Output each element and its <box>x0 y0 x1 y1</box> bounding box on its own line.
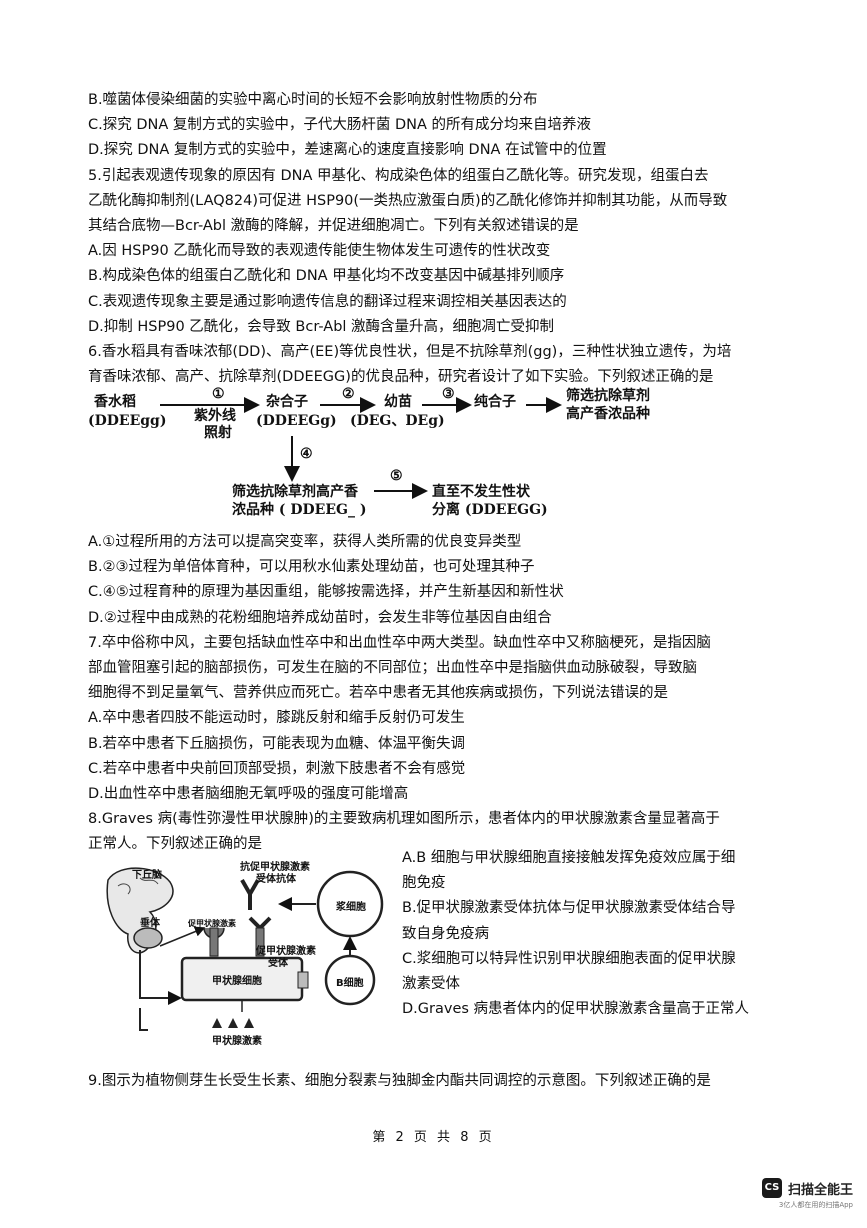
label-receptor: 促甲状腺激素 <box>256 946 316 957</box>
step-1-irradiate: 照射 <box>204 425 232 441</box>
text-line: 乙酰化酶抑制剂(LAQ824)可促进 HSP90(一类热应激蛋白质)的乙酰化修饰… <box>88 192 728 209</box>
question-9: 9.图示为植物侧芽生长受生长素、细胞分裂素与独脚金内酯共同调控的示意图。下列叙述… <box>88 1073 711 1089</box>
graves-diagram: 下丘脑 垂体 促甲状腺激素 抗促甲状腺激素 受体抗体 浆细胞 促甲状腺激素 受体… <box>100 858 400 1048</box>
node-seedling-genotype: (DEG、DEg) <box>350 413 445 429</box>
question-block-mid: A.①过程所用的方法可以提高突变率，获得人类所需的优良变异类型 B.②③过程为单… <box>88 530 788 857</box>
text-line: 7.卒中俗称中风，主要包括缺血性卒中和出血性卒中两大类型。缺血性卒中又称脑梗死，… <box>88 634 711 651</box>
option-line: C.浆细胞可以特异性识别甲状腺细胞表面的促甲状腺 <box>402 950 736 967</box>
label-antibody-2: 受体抗体 <box>256 874 296 885</box>
graves-options: A.B 细胞与甲状腺细胞直接接触发挥免疫效应属于细 胞免疫 B.促甲状腺激素受体… <box>402 846 792 1022</box>
text-line: 部血管阻塞引起的脑部损伤，可发生在脑的不同部位；出血性卒中是指脑供血动脉破裂，导… <box>88 659 697 676</box>
step-4: ④ <box>300 446 313 462</box>
option-line: 致自身免疫病 <box>402 925 489 942</box>
graves-drawing <box>106 867 384 1031</box>
text-line: 正常人。下列叙述正确的是 <box>88 836 262 853</box>
question-block-top: B.噬菌体侵染细菌的实验中离心时间的长短不会影响放射性物质的分布 C.探究 DN… <box>88 88 788 390</box>
text-line: A.①过程所用的方法可以提高突变率，获得人类所需的优良变异类型 <box>88 534 522 550</box>
step-5: ⑤ <box>390 468 403 484</box>
label-pituitary: 垂体 <box>140 918 160 929</box>
text-line: C.表观遗传现象主要是通过影响遗传信息的翻译过程来调控相关基因表达的 <box>88 293 567 310</box>
node-select-2b: 浓品种 ( DDEEG_ ) <box>232 502 367 518</box>
text-line: D.出血性卒中患者脑细胞无氧呼吸的强度可能增高 <box>88 785 409 802</box>
text-line: D.探究 DNA 复制方式的实验中，差速离心的速度直接影响 DNA 在试管中的位… <box>88 142 607 159</box>
node-until-stable: 直至不发生性状 <box>432 484 530 500</box>
option-line: B.促甲状腺激素受体抗体与促甲状腺激素受体结合导 <box>402 900 736 917</box>
step-1-uv: 紫外线 <box>194 408 236 424</box>
node-hybrid-genotype: (DDEEGg) <box>256 413 337 429</box>
text-line: 其结合底物—Bcr-Abl 激酶的降解，并促进细胞凋亡。下列有关叙述错误的是 <box>88 217 579 234</box>
text-line: C.④⑤过程育种的原理为基因重组，能够按需选择，并产生新基因和新性状 <box>88 584 564 601</box>
text-line: B.噬菌体侵染细菌的实验中离心时间的长短不会影响放射性物质的分布 <box>88 92 538 108</box>
scanner-name: 扫描全能王 <box>787 1182 853 1198</box>
text-line: 5.引起表观遗传现象的原因有 DNA 甲基化、构成染色体的组蛋白乙酰化等。研究发… <box>88 167 709 184</box>
breeding-arrows <box>160 397 562 499</box>
text-line: 育香味浓郁、高产、抗除草剂(DDEEGG)的优良品种，研究者设计了如下实验。下列… <box>88 369 714 386</box>
step-3: ③ <box>442 386 455 402</box>
text-line: A.因 HSP90 乙酰化而导致的表观遗传能使生物体发生可遗传的性状改变 <box>88 243 551 260</box>
text-line: D.②过程中由成熟的花粉细胞培养成幼苗时，会发生非等位基因自由组合 <box>88 609 552 626</box>
label-plasma-cell: 浆细胞 <box>336 902 366 913</box>
scanner-logo: CS <box>761 1178 782 1198</box>
label-tsh: 促甲状腺激素 <box>188 919 236 928</box>
scanner-watermark: CS 扫描全能王 3亿人都在用的扫描App <box>761 1178 853 1209</box>
label-receptor-2: 受体 <box>268 958 288 969</box>
text-line: C.探究 DNA 复制方式的实验中，子代大肠杆菌 DNA 的所有成分均来自培养液 <box>88 117 592 134</box>
node-hybrid: 杂合子 <box>266 394 308 410</box>
node-fragrant-rice-genotype: (DDEEgg) <box>88 413 167 429</box>
option-line: D.Graves 病患者体内的促甲状腺激素含量高于正常人 <box>402 1001 750 1018</box>
text-line: B.若卒中患者下丘脑损伤，可能表现为血糖、体温平衡失调 <box>88 735 466 752</box>
node-seedling: 幼苗 <box>384 394 412 410</box>
text-line: B.②③过程为单倍体育种，可以用秋水仙素处理幼苗，也可处理其种子 <box>88 559 535 576</box>
text-line: B.构成染色体的组蛋白乙酰化和 DNA 甲基化均不改变基因中碱基排列顺序 <box>88 268 565 285</box>
text-line: D.抑制 HSP90 乙酰化，会导致 Bcr-Abl 激酶含量升高，细胞凋亡受抑… <box>88 318 555 335</box>
label-thyroid-cell: 甲状腺细胞 <box>212 976 262 987</box>
step-1: ① <box>212 386 225 402</box>
label-antibody: 抗促甲状腺激素 <box>240 862 310 873</box>
text-line: 细胞得不到足量氧气、营养供应而死亡。若卒中患者无其他疾病或损伤，下列说法错误的是 <box>88 685 668 702</box>
node-select-2: 筛选抗除草剂高产香 <box>232 484 358 500</box>
text-line: A.卒中患者四肢不能运动时，膝跳反射和缩手反射仍可发生 <box>88 710 465 727</box>
label-hypothalamus: 下丘脑 <box>132 870 162 881</box>
text-line: 8.Graves 病(毒性弥漫性甲状腺肿)的主要致病机理如图所示，患者体内的甲状… <box>88 811 720 828</box>
step-2: ② <box>342 386 355 402</box>
breeding-diagram: 香水稻 (DDEEgg) ① 紫外线 照射 杂合子 (DDEEGg) ② 幼苗 … <box>88 386 788 526</box>
option-line: A.B 细胞与甲状腺细胞直接接触发挥免疫效应属于细 <box>402 850 736 866</box>
node-fragrant-rice: 香水稻 <box>94 394 136 410</box>
text-line: C.若卒中患者中央前回顶部受损，刺激下肢患者不会有感觉 <box>88 760 466 777</box>
node-homozygote: 纯合子 <box>474 394 516 410</box>
label-thyroid-hormone: 甲状腺激素 <box>212 1036 262 1047</box>
option-line: 胞免疫 <box>402 875 446 892</box>
node-select-1: 筛选抗除草剂 <box>566 388 650 404</box>
node-select-1b: 高产香浓品种 <box>566 406 650 422</box>
scanner-tagline: 3亿人都在用的扫描App <box>778 1201 853 1209</box>
node-until-stable-b: 分离 (DDEEGG) <box>432 502 548 518</box>
option-line: 激素受体 <box>402 975 460 992</box>
page-number: 第 2 页 共 8 页 <box>372 1130 495 1145</box>
text-line: 6.香水稻具有香味浓郁(DD)、高产(EE)等优良性状，但是不抗除草剂(gg)，… <box>88 343 732 360</box>
label-b-cell: B细胞 <box>336 978 364 989</box>
